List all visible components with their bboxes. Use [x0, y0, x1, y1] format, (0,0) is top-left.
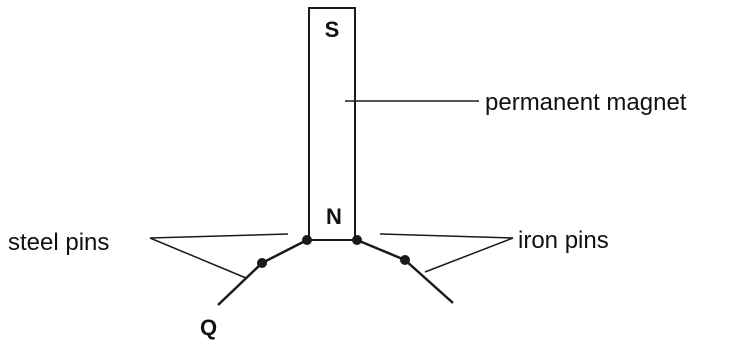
iron-pin-lower [404, 259, 454, 304]
north-pole-label: N [326, 204, 342, 229]
steel-pin-head-middle [257, 258, 267, 268]
steel-pin-upper [261, 238, 308, 265]
steel-pin-head-top [302, 235, 312, 245]
bar-magnet [308, 7, 356, 241]
steel-leader-line-lower [149, 237, 247, 279]
iron-pin-head-top [352, 235, 362, 245]
iron-pins-label: iron pins [518, 227, 609, 254]
steel-pins-label: steel pins [8, 229, 109, 256]
iron-pin-upper [356, 238, 406, 262]
iron-leader-line-lower [424, 237, 514, 273]
steel-pin-lower [217, 262, 263, 306]
magnet-label: permanent magnet [485, 89, 687, 116]
steel-leader-line-upper [149, 233, 289, 239]
point-q-label: Q [200, 315, 217, 340]
iron-pin-head-middle [400, 255, 410, 265]
south-pole-label: S [325, 17, 340, 42]
iron-leader-line-upper [379, 233, 514, 239]
